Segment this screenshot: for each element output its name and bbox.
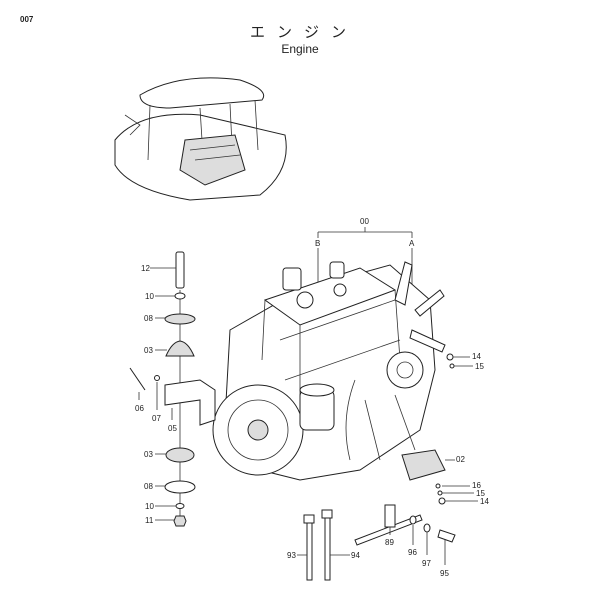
- callout-14-lower: 14: [480, 497, 489, 506]
- callout-14-upper: 14: [472, 352, 481, 361]
- callout-16: 16: [472, 481, 481, 490]
- callout-03-bottom: 03: [144, 450, 153, 459]
- callout-08-bottom: 08: [144, 482, 153, 491]
- callout-08: 08: [144, 314, 153, 323]
- callout-15-lower: 15: [476, 489, 485, 498]
- callout-93: 93: [287, 551, 296, 560]
- svg-text:A: A: [409, 239, 415, 248]
- callout-07: 07: [152, 414, 161, 423]
- callout-06: 06: [135, 404, 144, 413]
- callout-15-upper: 15: [475, 362, 484, 371]
- machine-overview-inset: [114, 77, 287, 201]
- callout-10-bottom: 10: [145, 502, 154, 511]
- engine-assembly: [212, 261, 446, 481]
- callout-97: 97: [422, 559, 431, 568]
- page-number: 007: [20, 15, 34, 24]
- right-mount-parts: [303, 353, 456, 581]
- assembly-callout: 00 B A: [315, 217, 415, 420]
- title-japanese: エンジン: [249, 24, 358, 41]
- callout-02: 02: [456, 455, 465, 464]
- callout-10: 10: [145, 292, 154, 301]
- callout-labels: 12 10 08 03 06 07 05 03 08 10 11 93 94 8…: [135, 264, 489, 578]
- left-mount-parts: [129, 251, 216, 527]
- callout-03: 03: [144, 346, 153, 355]
- callout-12: 12: [141, 264, 150, 273]
- callout-94: 94: [351, 551, 360, 560]
- svg-text:00: 00: [360, 217, 369, 226]
- leader-lines: [138, 267, 478, 565]
- callout-96: 96: [408, 548, 417, 557]
- callout-05: 05: [168, 424, 177, 433]
- title-english: Engine: [281, 42, 319, 56]
- svg-text:B: B: [315, 239, 320, 248]
- callout-89: 89: [385, 538, 394, 547]
- callout-95: 95: [440, 569, 449, 578]
- callout-11: 11: [145, 516, 154, 525]
